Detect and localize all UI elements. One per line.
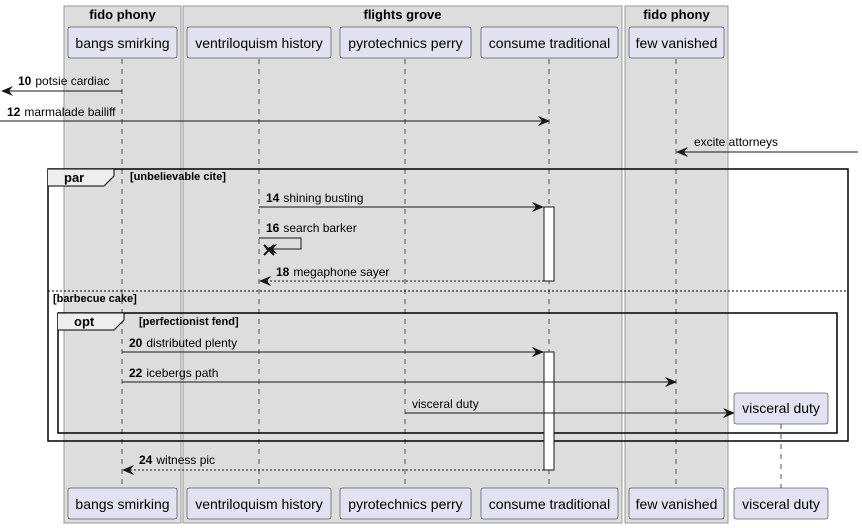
- message-number: 16: [266, 221, 280, 235]
- fragment-condition: [perfectionist fend]: [139, 316, 239, 328]
- box-title: fido phony: [643, 7, 710, 22]
- message-label: distributed plenty: [146, 336, 237, 350]
- participant-foot-ventriloquism-history: ventriloquism history: [186, 487, 332, 520]
- participant-foot-bangs-smirking: bangs smirking: [67, 487, 178, 520]
- fragment-opt: opt [perfectionist fend]: [57, 312, 838, 434]
- participant-label: few vanished: [636, 496, 718, 512]
- participant-label: pyrotechnics perry: [348, 35, 462, 51]
- participant-foot-consume-traditional: consume traditional: [480, 487, 619, 520]
- participant-head-consume-traditional: consume traditional: [480, 26, 619, 59]
- fragment-par: par [unbelievable cite] [barbecue cake]: [47, 168, 849, 442]
- message-number: 20: [129, 336, 143, 350]
- box-title: fido phony: [89, 7, 156, 22]
- fragment-else-condition: [barbecue cake]: [53, 293, 137, 305]
- participant-label: visceral duty: [742, 496, 820, 512]
- activation-bar: [543, 206, 555, 282]
- participant-foot-pyrotechnics-perry: pyrotechnics perry: [339, 487, 472, 520]
- participant-foot-few-vanished: few vanished: [628, 487, 725, 520]
- participant-label: few vanished: [636, 35, 718, 51]
- message-number: 12: [7, 105, 21, 119]
- message-number: 18: [276, 265, 290, 279]
- message-number: 22: [129, 366, 143, 380]
- message-label: icebergs path: [146, 366, 218, 380]
- participant-head-ventriloquism-history: ventriloquism history: [186, 26, 332, 59]
- box-flights-grove: flights grove: [182, 5, 623, 524]
- self-message-arrow: [259, 237, 302, 254]
- activation-bar: [543, 351, 555, 471]
- message-number: 14: [266, 191, 280, 205]
- participant-head-few-vanished: few vanished: [628, 26, 725, 59]
- participant-label: bangs smirking: [75, 35, 169, 51]
- participant-label: ventriloquism history: [195, 35, 323, 51]
- message-label: megaphone sayer: [293, 265, 389, 279]
- participant-head-pyrotechnics-perry: pyrotechnics perry: [339, 26, 472, 59]
- message-number: 24: [139, 453, 153, 467]
- participant-head-visceral-duty: visceral duty: [733, 392, 829, 425]
- message-label: witness pic: [155, 453, 215, 467]
- fragment-condition: [unbelievable cite]: [130, 171, 226, 183]
- fragment-keyword: opt: [74, 314, 95, 329]
- box-title: flights grove: [363, 7, 441, 22]
- destroy-icon: [263, 244, 275, 256]
- participant-label: pyrotechnics perry: [348, 496, 462, 512]
- message-label: visceral duty: [412, 397, 479, 411]
- participant-label: ventriloquism history: [195, 496, 323, 512]
- message-label: potsie cardiac: [35, 74, 109, 88]
- participant-label: bangs smirking: [75, 496, 169, 512]
- message-label: shining busting: [283, 191, 363, 205]
- participant-head-bangs-smirking: bangs smirking: [67, 26, 178, 59]
- participant-label: visceral duty: [742, 400, 820, 416]
- message-excite: excite attorneys: [676, 135, 858, 157]
- message-create-visceral: visceral duty: [405, 397, 735, 418]
- fragment-keyword: par: [64, 170, 84, 185]
- message-number: 10: [18, 74, 32, 88]
- message-label: search barker: [283, 221, 356, 235]
- participant-label: consume traditional: [489, 496, 610, 512]
- participant-label: consume traditional: [489, 35, 610, 51]
- participant-foot-visceral-duty: visceral duty: [733, 487, 829, 520]
- message-label: marmalade bailiff: [24, 105, 116, 119]
- message-label: excite attorneys: [694, 135, 778, 149]
